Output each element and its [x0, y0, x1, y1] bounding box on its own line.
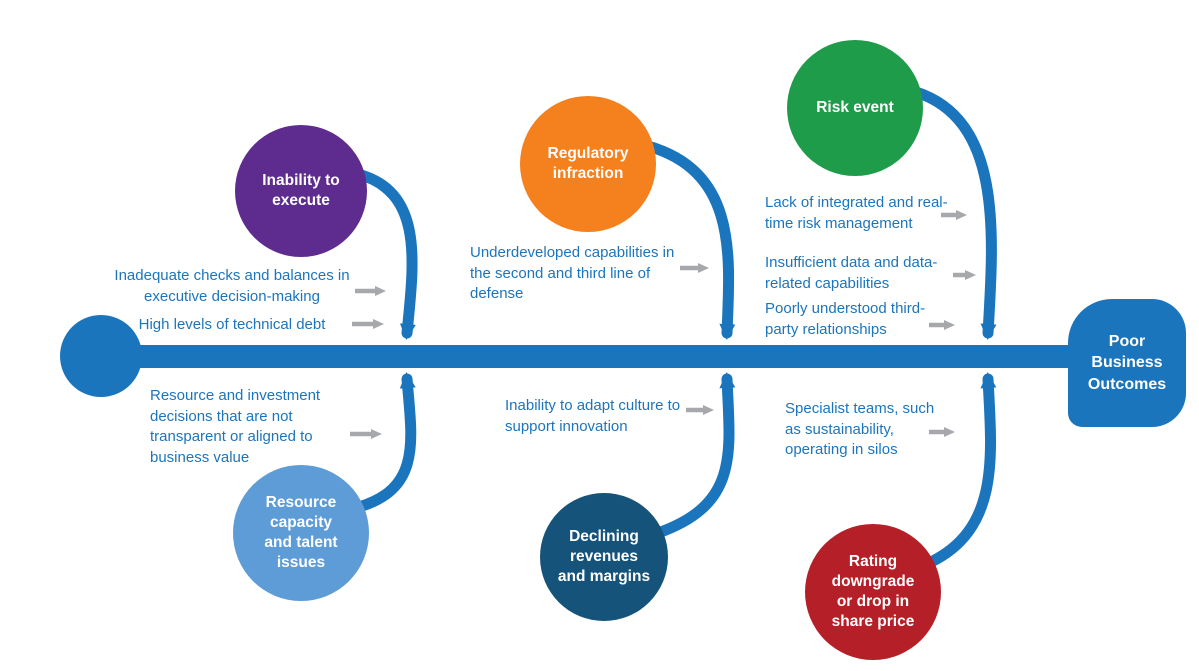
cause-text-third-party: Poorly understood third- party relations…	[765, 300, 926, 338]
cause-text-adapt-culture: Inability to adapt culture to support in…	[505, 397, 681, 435]
branch-curve-regulatory-infraction	[642, 140, 736, 340]
branch-curve-risk-event	[910, 86, 997, 340]
branch-curve-inability-to-execute	[352, 168, 418, 340]
node-risk-event: Risk event	[787, 40, 923, 176]
cause-text-insufficient-data: Insufficient data and data- related capa…	[765, 254, 938, 292]
cause-text-underdeveloped-capabilities: Underdeveloped capabilities in the secon…	[470, 244, 675, 303]
node-inability-to-execute: Inability to execute	[235, 125, 367, 257]
cause-text-risk-management: Lack of integrated and real- time risk m…	[765, 194, 948, 232]
spine-bar	[98, 345, 1086, 368]
outcome-box: Poor Business Outcomes	[1068, 299, 1186, 427]
branch-curve-resource-capacity	[353, 372, 417, 513]
branch-curve-rating-downgrade	[925, 372, 997, 568]
node-regulatory-infraction: Regulatory infraction	[520, 96, 656, 232]
cause-text-specialist-teams: Specialist teams, such as sustainability…	[785, 400, 935, 459]
node-rating-downgrade-share-price: Rating downgrade or drop in share price	[805, 524, 941, 660]
cause-text-resource-decisions: Resource and investment decisions that a…	[150, 387, 321, 467]
node-resource-capacity-talent: Resource capacity and talent issues	[233, 465, 369, 601]
branch-curve-declining-revenues	[652, 372, 736, 539]
node-declining-revenues-margins: Declining revenues and margins	[540, 493, 668, 621]
cause-text-technical-debt: High levels of technical debt	[138, 316, 326, 333]
cause-text-checks-balances: Inadequate checks and balances in execut…	[114, 267, 350, 305]
